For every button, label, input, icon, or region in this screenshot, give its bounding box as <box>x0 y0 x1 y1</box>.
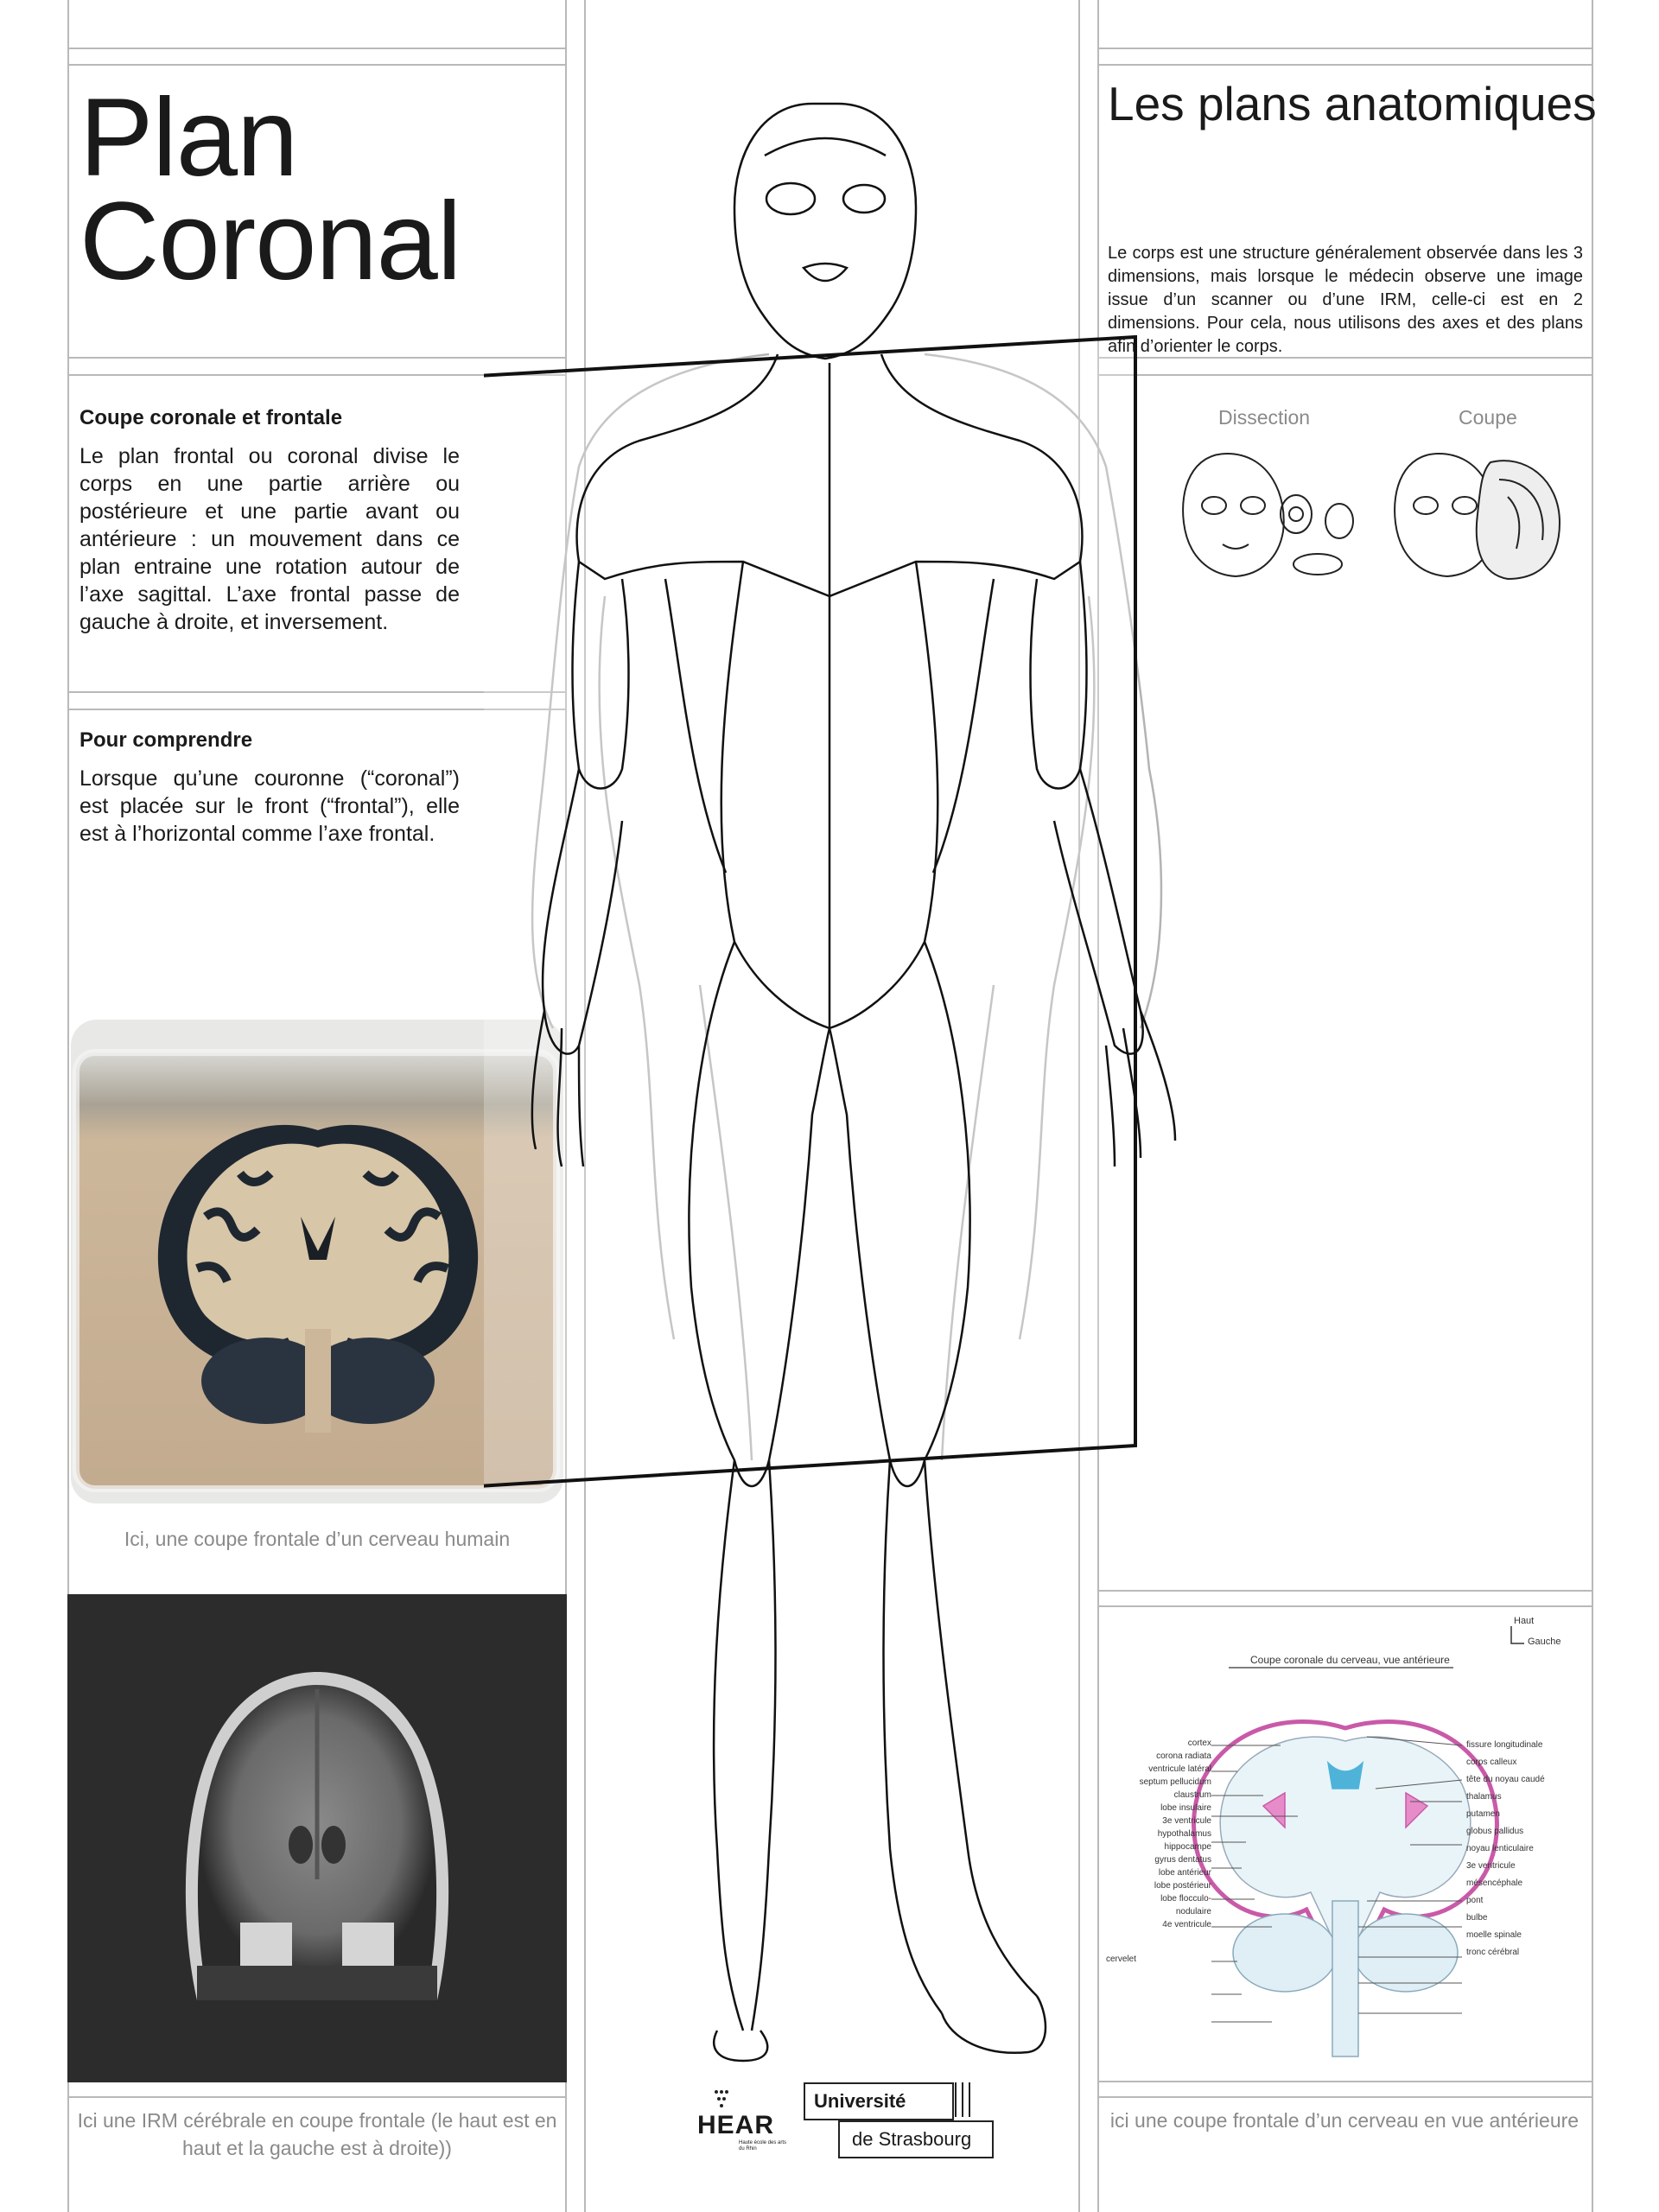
sketch-label: mésencéphale <box>1466 1878 1523 1888</box>
sketch-label: 4e ventricule <box>1162 1920 1211 1929</box>
grid-hline <box>1097 2096 1593 2098</box>
grid-vline-5 <box>1097 0 1099 2212</box>
grid-hline <box>67 64 567 66</box>
drawing-caption: ici une coupe frontale d’un cerveau en v… <box>1109 2109 1580 2132</box>
grid-hline <box>67 48 567 49</box>
sketch-label: moelle spinale <box>1466 1930 1522 1940</box>
sketch-labels-right: fissure longitudinale corps calleux tête d… <box>1466 1737 1587 1961</box>
photo-caption: Ici, une coupe frontale d’un cerveau hum… <box>124 1528 511 1550</box>
grid-hline <box>1097 1590 1593 1592</box>
sketch-orient-up: Haut <box>1514 1616 1535 1626</box>
sketch-label: ventricule latéral <box>1148 1764 1211 1774</box>
coupe-head-illustration <box>1387 445 1573 583</box>
grid-hline <box>1097 2081 1593 2082</box>
sketch-label: noyau lenticulaire <box>1466 1844 1534 1853</box>
sketch-label: hippocampe <box>1164 1842 1211 1852</box>
coronal-plane <box>477 334 1137 1489</box>
sketch-label: globus pallidus <box>1466 1827 1524 1836</box>
anatomy-figure <box>477 78 1192 2065</box>
sketch-label: lobe flocculo-nodulaire <box>1160 1894 1211 1916</box>
section-heading-understand: Pour comprendre <box>79 728 253 752</box>
sketch-label: tête du noyau caudé <box>1466 1775 1545 1784</box>
sketch-label: lobe postérieur <box>1154 1881 1211 1891</box>
strasbourg-logo-top: Université <box>804 2082 954 2120</box>
hear-logo-subtext: Haute école des arts du Rhin <box>739 2140 787 2152</box>
grid-hline <box>67 691 567 693</box>
title-line-2: Coronal <box>79 180 461 303</box>
section-body-understand: Lorsque qu’une couronne (“coronal”) est … <box>79 766 460 846</box>
label-coupe: Coupe <box>1459 406 1517 429</box>
sketch-label: pont <box>1466 1896 1484 1905</box>
grid-vline-1 <box>67 0 69 2212</box>
dissection-head-illustration <box>1175 445 1365 583</box>
sketch-title: Coupe coronale du cerveau, vue antérieur… <box>1250 1654 1450 1666</box>
sketch-label: septum pellucidum <box>1139 1777 1211 1787</box>
grid-vline-2 <box>565 0 567 2212</box>
legs <box>688 941 1047 2063</box>
sketch-orient-side: Gauche <box>1528 1637 1561 1647</box>
sketch-label: tronc cérébral <box>1466 1948 1520 1957</box>
arms <box>531 561 1177 1167</box>
mri-caption: Ici une IRM cérébrale en coupe frontale … <box>77 2109 557 2159</box>
grid-vline-6 <box>1592 0 1593 2212</box>
torso <box>575 353 1084 1030</box>
body-back-outline <box>531 353 1163 1461</box>
sketch-label: lobe antérieur <box>1158 1868 1211 1878</box>
title-line-1: Plan <box>79 76 298 200</box>
sketch-label: corps calleux <box>1466 1758 1517 1767</box>
brain-sketch: Haut Gauche Coupe coronale du cerveau, v… <box>1099 1616 1592 2065</box>
sketch-label: cortex <box>1187 1738 1211 1748</box>
sketch-label: 3e ventricule <box>1162 1816 1211 1826</box>
sketch-label: lobe insulaire <box>1160 1803 1211 1813</box>
grid-hline <box>1097 357 1593 359</box>
sketch-label: fissure longitudinale <box>1466 1740 1543 1750</box>
strasbourg-logo-bottom: de Strasbourg <box>838 2120 994 2158</box>
page-title: Plan Coronal <box>79 83 461 297</box>
grid-hline <box>67 357 567 359</box>
sketch-label: putamen <box>1466 1809 1500 1819</box>
grid-hline <box>67 2096 567 2098</box>
grid-hline <box>67 709 567 710</box>
sketch-label-cervelet: cervelet <box>1106 1955 1137 1964</box>
grid-hline <box>1097 374 1593 376</box>
brain-specimen-photo <box>67 1018 567 1506</box>
sketch-label: hypothalamus <box>1157 1829 1211 1839</box>
grid-hline <box>1097 48 1593 49</box>
hear-logo-text: HEAR <box>697 2111 775 2139</box>
sketch-label: claustrum <box>1173 1790 1211 1800</box>
head <box>733 102 918 360</box>
label-dissection: Dissection <box>1218 406 1311 429</box>
sketch-label: gyrus dentatus <box>1154 1855 1211 1865</box>
right-title: Les plans anatomiques <box>1108 77 1597 130</box>
strasbourg-logo: Université de Strasbourg <box>804 2082 994 2160</box>
sketch-label: 3e ventricule <box>1466 1861 1516 1871</box>
sketch-label: bulbe <box>1466 1913 1488 1923</box>
section-body-coronal: Le plan frontal ou coronal divise le cor… <box>79 444 460 634</box>
grid-hline <box>67 374 567 376</box>
sketch-label: corona radiata <box>1156 1751 1211 1761</box>
grid-hline <box>1097 64 1593 66</box>
grid-hline <box>1097 1605 1593 1607</box>
grid-vline-4 <box>1078 0 1080 2212</box>
right-intro: Le corps est une structure généralement … <box>1108 244 1583 356</box>
grid-vline-3 <box>584 0 586 2212</box>
section-heading-coronal: Coupe coronale et frontale <box>79 406 343 429</box>
hear-logo: HEAR Haute école des arts du Rhin <box>687 2087 791 2173</box>
sketch-labels-left: cortex corona radiata ventricule latéral se… <box>1134 1737 1211 1931</box>
mri-image <box>67 1594 567 2082</box>
sketch-label: thalamus <box>1466 1792 1502 1802</box>
